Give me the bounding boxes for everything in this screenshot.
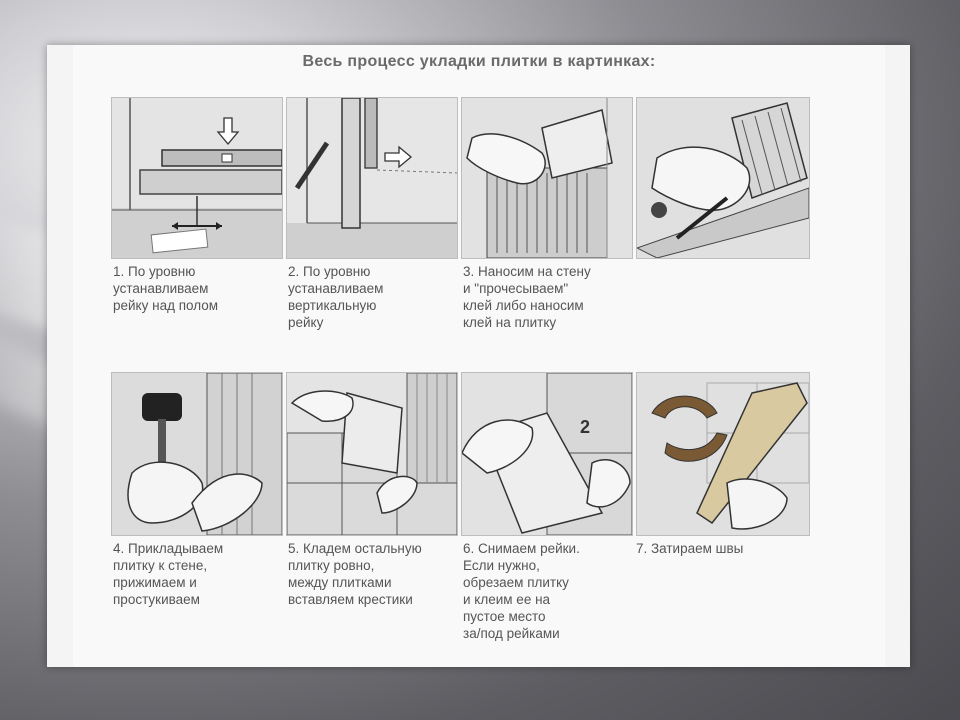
illustration-cutting-tile (636, 97, 810, 259)
step-caption: 1. По уровню устанавливаем рейку над пол… (113, 264, 219, 313)
illustration-step-2 (286, 97, 458, 259)
illustration-step-6-drawing: 2 (462, 373, 632, 535)
illustration-step-2-drawing (287, 98, 457, 258)
illustration-step-4 (111, 372, 283, 536)
slide-content: Весь процесс укладки плитки в картинках:… (73, 45, 885, 667)
page-title: Весь процесс укладки плитки в картинках: (302, 53, 656, 70)
step-caption: 4. Прикладываем плитку к стене, прижимае… (113, 541, 224, 607)
illustration-step-7-drawing (637, 373, 809, 535)
step-caption: 7. Затираем швы (636, 541, 744, 556)
illustration-step-7 (636, 372, 810, 536)
slide: Весь процесс укладки плитки в картинках:… (47, 45, 910, 667)
illustration-step-3 (461, 97, 633, 259)
illustration-step-5-drawing (287, 373, 457, 535)
panel-number-label: 2 (580, 417, 590, 437)
illustration-step-6: 2 (461, 372, 633, 536)
illustration-cutting-tile-drawing (637, 98, 809, 258)
step-caption: 3. Наносим на стену и "прочесываем" клей… (463, 264, 591, 330)
illustration-step-1-drawing (112, 98, 282, 258)
step-caption: 6. Снимаем рейки. Если нужно, обрезаем п… (463, 541, 580, 641)
illustration-step-5 (286, 372, 458, 536)
step-caption: 2. По уровню устанавливаем вертикальную … (288, 264, 384, 330)
illustration-step-1 (111, 97, 283, 259)
step-caption: 5. Кладем остальную плитку ровно, между … (288, 541, 422, 607)
illustration-step-4-drawing (112, 373, 282, 535)
illustration-step-3-drawing (462, 98, 632, 258)
